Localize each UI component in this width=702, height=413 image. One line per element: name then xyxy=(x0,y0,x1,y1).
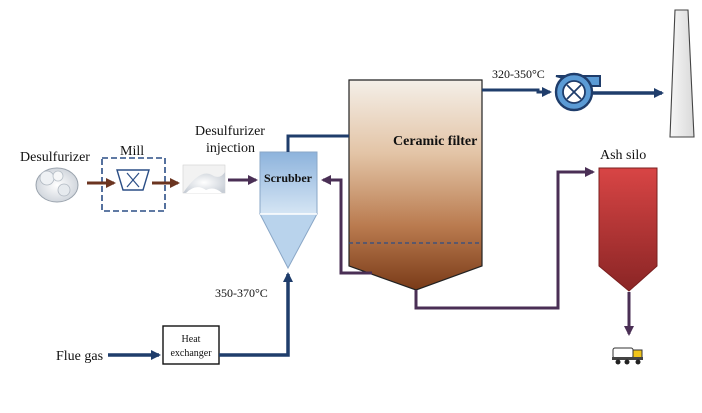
injection-label-line1: Desulfurizer xyxy=(195,124,265,139)
outlet-temperature-label: 320-350°C xyxy=(492,67,545,81)
induced-draft-fan-icon xyxy=(554,72,601,112)
chimney-stack-icon xyxy=(669,9,695,138)
mill-boundary xyxy=(101,157,166,212)
scrubber-vessel xyxy=(259,151,318,270)
scrubber-label: Scrubber xyxy=(264,171,313,185)
recirculation-line xyxy=(321,175,372,275)
mill-label: Mill xyxy=(120,144,144,159)
gas-to-scrubber-line xyxy=(219,272,293,357)
ceramic-filter-label: Ceramic filter xyxy=(393,134,477,149)
heat-exchanger-label-line1: Heat xyxy=(182,334,201,345)
ground-powder-icon xyxy=(182,164,226,194)
injection-label-line2: injection xyxy=(206,141,255,156)
ash-silo-label: Ash silo xyxy=(600,148,646,163)
desulfurizer-label: Desulfurizer xyxy=(20,150,90,165)
ash-silo-vessel xyxy=(598,167,658,292)
inlet-temperature-label: 350-370°C xyxy=(215,286,268,300)
ash-to-silo-line xyxy=(414,167,595,310)
flue-gas-label: Flue gas xyxy=(56,349,103,364)
desulfurizer-material-icon xyxy=(35,167,79,203)
scrubber-to-filter-line xyxy=(286,134,349,152)
mill-cross-icon xyxy=(116,169,150,191)
ash-truck-icon xyxy=(612,347,643,365)
filter-to-fan-line xyxy=(482,87,552,97)
ceramic-filter-vessel xyxy=(348,79,483,291)
heat-exchanger-label-line2: exchanger xyxy=(170,348,212,359)
heat-exchanger-box xyxy=(162,325,220,365)
